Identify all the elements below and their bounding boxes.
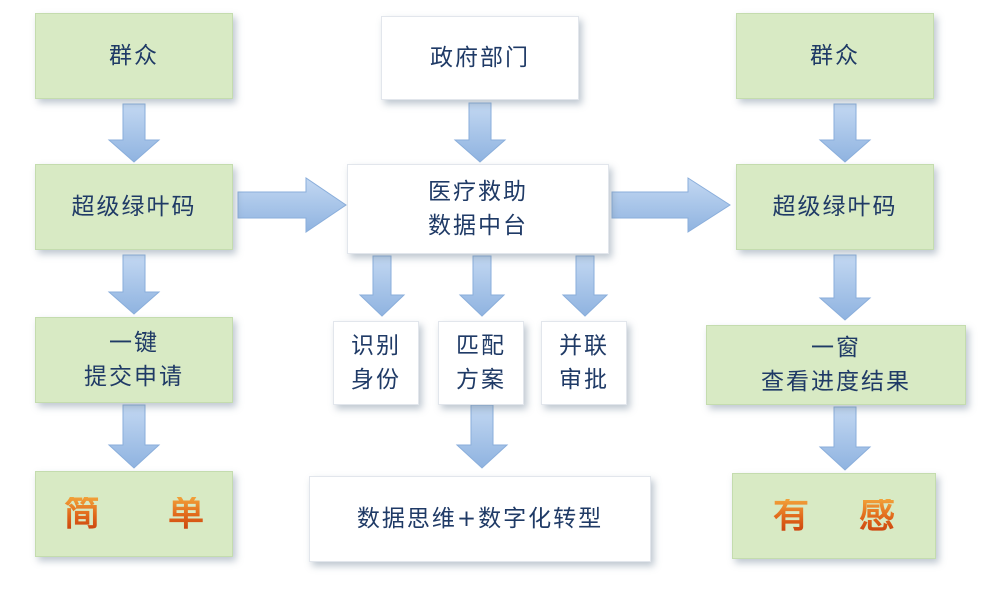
arrow-center-3 <box>561 255 609 317</box>
arrow-left-2 <box>107 254 161 315</box>
one-window-view-box: 一窗 查看进度结果 <box>706 325 966 405</box>
digital-transformation-label: 数据思维+数字化转型 <box>356 506 604 532</box>
right-green-code-box: 超级绿叶码 <box>736 164 934 250</box>
arrow-left-1 <box>107 103 161 163</box>
match-line2: 方案 <box>456 367 506 393</box>
one-window-line1: 一窗 <box>811 335 861 361</box>
arrow-right-1 <box>818 103 872 163</box>
right-public-box: 群众 <box>736 13 934 99</box>
government-dept-box: 政府部门 <box>381 16 579 100</box>
approval-line2: 审批 <box>559 367 609 393</box>
right-result-char-2: 感 <box>858 495 895 536</box>
left-public-label: 群众 <box>109 43 159 69</box>
arrow-to-platform <box>237 177 347 233</box>
left-public-box: 群众 <box>35 13 233 99</box>
arrow-center-2 <box>458 255 506 317</box>
approval-line1: 并联 <box>559 333 609 359</box>
arrow-right-3 <box>818 406 872 471</box>
data-platform-box: 医疗救助 数据中台 <box>347 164 609 254</box>
right-result-char-1: 有 <box>773 495 810 536</box>
government-dept-label: 政府部门 <box>430 45 530 71</box>
right-green-code-label: 超级绿叶码 <box>772 194 898 220</box>
approval-box: 并联 审批 <box>541 321 627 405</box>
left-result-char-2: 单 <box>167 493 204 534</box>
data-platform-line2: 数据中台 <box>428 213 528 239</box>
one-window-line2: 查看进度结果 <box>761 369 911 395</box>
match-line1: 匹配 <box>456 333 506 359</box>
arrow-center-bottom <box>455 404 509 469</box>
one-click-apply-box: 一键 提交申请 <box>35 317 233 403</box>
right-result-box: 有 感 <box>732 473 936 559</box>
right-public-label: 群众 <box>810 43 860 69</box>
data-platform-line1: 医疗救助 <box>428 179 528 205</box>
left-result-char-1: 简 <box>64 493 101 534</box>
one-click-apply-line2: 提交申请 <box>84 364 184 390</box>
one-click-apply-line1: 一键 <box>109 330 159 356</box>
arrow-right-2 <box>818 254 872 321</box>
left-green-code-box: 超级绿叶码 <box>35 164 233 250</box>
arrow-center-1 <box>358 255 406 317</box>
left-green-code-label: 超级绿叶码 <box>71 194 197 220</box>
identify-line1: 识别 <box>351 333 401 359</box>
arrow-center-top <box>453 102 507 163</box>
left-result-box: 简 单 <box>35 471 233 557</box>
match-box: 匹配 方案 <box>438 321 524 405</box>
identify-line2: 身份 <box>351 367 401 393</box>
arrow-left-3 <box>107 404 161 469</box>
arrow-from-platform <box>611 177 731 233</box>
identify-box: 识别 身份 <box>333 321 419 405</box>
digital-transformation-box: 数据思维+数字化转型 <box>309 476 651 562</box>
